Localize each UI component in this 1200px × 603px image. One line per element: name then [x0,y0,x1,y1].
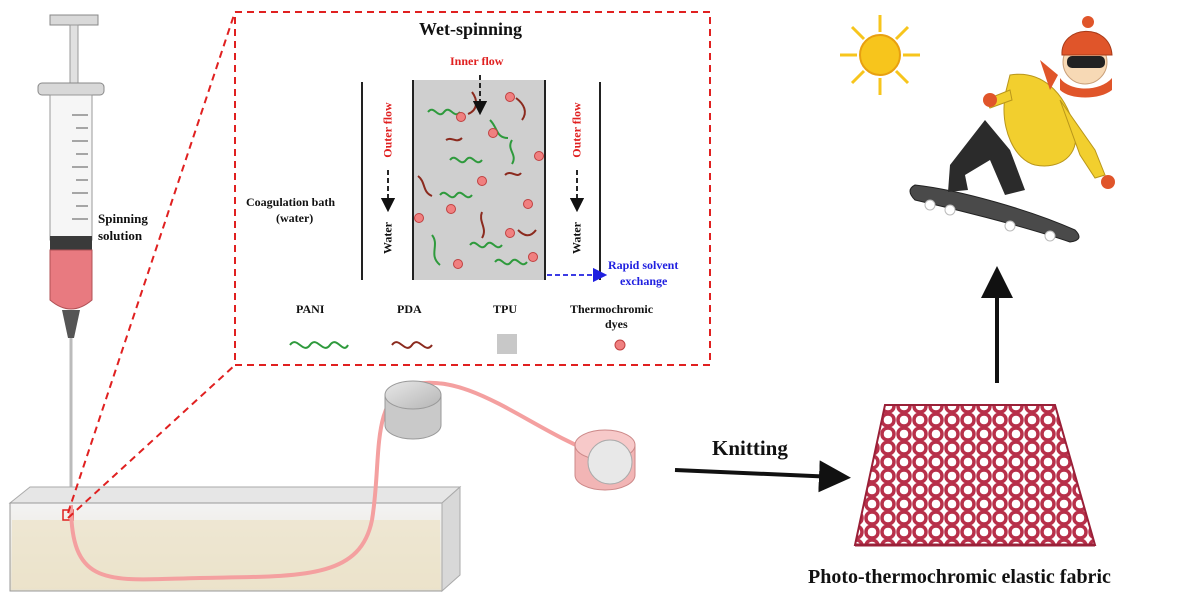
knitting-label: Knitting [712,436,788,460]
legend-tpu-symbol [497,334,517,354]
zoom-line-top [67,11,236,514]
outer-flow-label-left: Outer flow [380,102,395,158]
legend-pda-symbol [391,341,433,349]
coagulation-bath-label: Coagulation bath [246,195,336,209]
outer-flow-label-right: Outer flow [569,102,584,158]
fabric-caption: Photo-thermochromic elastic fabric [808,566,1111,588]
knitting-arrow [674,460,851,493]
rapid-exchange-sublabel: exchange [620,274,668,288]
sun-icon [840,15,920,95]
water-label-left: Water [380,222,395,254]
spinning-solution-sublabel: solution [98,228,143,243]
snowboarder-illustration [909,16,1115,243]
legend-pani-label: PANI [296,302,325,316]
legend-pani-symbol [289,341,349,349]
spinning-solution-label: Spinning [98,211,148,226]
legend-dye-label: Thermochromic [570,302,654,316]
legend-dye-sublabel: dyes [605,317,628,331]
fiber [69,380,601,582]
legend-tpu-label: TPU [493,302,517,316]
wet-spinning-title: Wet-spinning [419,19,523,39]
roller-spool [574,429,636,491]
water-label-right: Water [569,222,584,254]
rapid-exchange-label: Rapid solvent [608,258,679,272]
syringe [37,14,105,505]
legend-pda-label: PDA [397,302,422,316]
roller-upper [384,380,442,440]
fabric [853,404,1097,547]
zoom-line-bottom [67,364,236,519]
coagulation-bath-sublabel: (water) [276,211,314,225]
inner-flow-label: Inner flow [450,54,504,68]
legend-dye-symbol [614,339,626,351]
